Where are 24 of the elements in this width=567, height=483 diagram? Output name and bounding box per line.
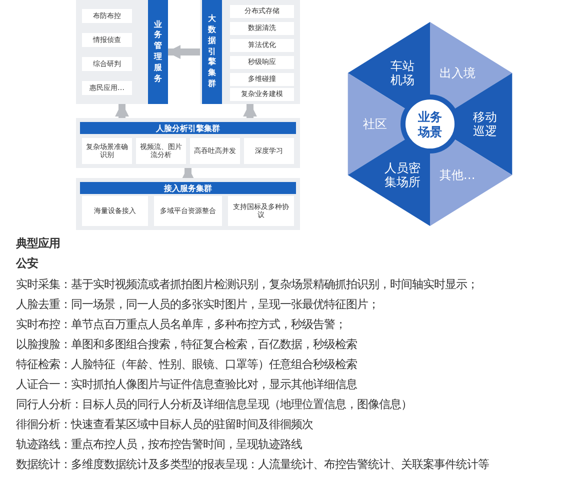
feature-line: 徘徊分析：快速查看某区域中目标人员的驻留时间及徘徊频次 <box>16 417 313 432</box>
cluster-panel <box>76 0 168 104</box>
feature-line: 特征检索：人脸特征（年龄、性别、眼镜、口罩等）任意组合秒级检索 <box>16 357 357 372</box>
cluster-heading: 人脸分析引擎集群 <box>80 122 296 134</box>
block-arrow <box>166 45 200 59</box>
feature-line: 数据统计：多维度数据统计及多类型的报表呈现：人流量统计、布控告警统计、关联案事件统计等 <box>16 457 489 472</box>
cluster-heading: 接入服务集群 <box>80 182 296 194</box>
section-heading: 公安 <box>16 256 38 271</box>
block-arrow <box>243 102 257 118</box>
feature-line: 实时布控：单节点百万重点人员名单库，多种布控方式，秒级告警； <box>16 317 346 332</box>
feature-line: 以脸搜脸：单图和多图组合搜索，特征复合检索，百亿数据，秒级检索 <box>16 337 357 352</box>
feature-line: 同行人分析：目标人员的同行人分析及详细信息呈现（地理位置信息，图像信息） <box>16 397 412 412</box>
section-heading: 典型应用 <box>16 236 60 251</box>
feature-line: 轨迹路线：重点布控人员，按布控告警时间，呈现轨迹路线 <box>16 437 302 452</box>
vertical-heading: 业务管理服务 <box>148 0 168 104</box>
feature-line: 实时采集：基于实时视频流或者抓拍图片检测识别，复杂场景精确抓拍识别，时间轴实时显示； <box>16 277 478 292</box>
cluster-panel <box>200 0 300 104</box>
block-arrow <box>181 166 195 181</box>
cluster-panel <box>76 178 300 230</box>
block-arrow <box>115 102 129 118</box>
vertical-heading: 大数据引擎集群 <box>202 0 222 104</box>
feature-line: 人证合一：实时抓拍人像图片与证件信息查验比对，显示其他详细信息 <box>16 377 357 392</box>
feature-line: 人脸去重：同一场景，同一人员的多张实时图片，呈现一张最优特征图片； <box>16 297 379 312</box>
cluster-panel <box>76 118 300 168</box>
